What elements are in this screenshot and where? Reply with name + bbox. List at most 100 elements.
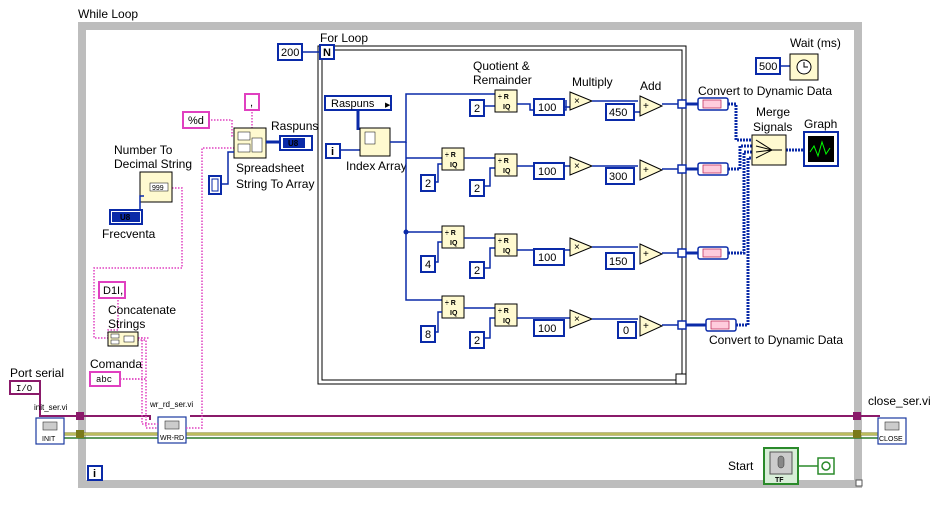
spreadsheet-string-to-array-node[interactable] (233, 127, 267, 159)
multiply-node[interactable]: × (569, 91, 594, 111)
channel-4: ÷ R IQ 8 2 ÷ R IQ 100 × 0 (420, 295, 680, 349)
svg-text:,: , (250, 97, 253, 109)
svg-text:IQ: IQ (503, 104, 511, 111)
multiplier-constant[interactable]: 100 (533, 248, 565, 266)
channel-2: ÷ R IQ 2 2 ÷ R IQ 100 × 3 (420, 147, 680, 197)
divisor-constant[interactable]: 2 (469, 331, 485, 349)
wait-value-constant[interactable]: 500 (755, 57, 781, 75)
divisor-constant[interactable]: 2 (469, 179, 485, 197)
while-loop-iteration-terminal[interactable]: i (87, 465, 103, 481)
convert-to-dynamic-data-1[interactable] (697, 97, 729, 111)
svg-text:2: 2 (474, 183, 480, 195)
pre-divisor-constant[interactable]: 4 (420, 255, 436, 273)
quotient-remainder-node[interactable]: ÷ R IQ (494, 303, 518, 327)
pre-divisor-node[interactable]: ÷ R IQ (441, 295, 465, 319)
offset-constant[interactable]: 0 (617, 321, 637, 339)
svg-text:+: + (643, 249, 649, 260)
add-node[interactable]: + (639, 95, 664, 117)
waveform-icon (809, 140, 831, 158)
divisor-constant[interactable]: 2 (469, 99, 485, 117)
for-loop-count-constant[interactable]: 200 (277, 43, 303, 61)
raspuns-local-variable[interactable]: Raspuns ▶ (324, 95, 392, 111)
quotient-remainder-node[interactable]: ÷ R IQ (494, 89, 518, 113)
divisor-constant[interactable]: 2 (469, 261, 485, 279)
comma-string-constant[interactable]: , (244, 93, 260, 111)
port-serial-label: Port serial (10, 366, 64, 380)
svg-text:2: 2 (474, 335, 480, 347)
svg-text:100: 100 (538, 102, 556, 114)
quotient-remainder-node[interactable]: ÷ R IQ (494, 153, 518, 177)
index-output-wires (390, 93, 496, 301)
index-array-node[interactable] (359, 127, 391, 157)
svg-text:abc: abc (96, 375, 112, 385)
wait-ms-node[interactable] (789, 53, 819, 81)
pre-divisor-constant[interactable]: 2 (420, 174, 436, 192)
multiply-node[interactable]: × (569, 309, 594, 329)
pre-divisor-node[interactable]: ÷ R IQ (441, 225, 465, 249)
for-loop-iteration-terminal[interactable]: i (325, 143, 341, 159)
concatenate-strings-node[interactable] (107, 331, 139, 347)
svg-text:CLOSE: CLOSE (879, 436, 903, 443)
svg-text:÷ R: ÷ R (445, 152, 456, 159)
svg-text:500: 500 (759, 61, 777, 73)
svg-text:150: 150 (609, 256, 627, 268)
convert-to-dynamic-data-3[interactable] (697, 246, 729, 260)
quotient-remainder-node[interactable]: ÷ R IQ (494, 233, 518, 257)
dynamic-data-wires (728, 102, 804, 327)
close-ser-vi[interactable]: CLOSE (877, 417, 907, 445)
close-ser-label: close_ser.vi (868, 394, 930, 408)
serial-port-icon (164, 420, 180, 430)
init-ser-vi[interactable]: INIT (35, 417, 65, 445)
port-serial-control[interactable]: I/O (9, 380, 41, 395)
multiply-node[interactable]: × (569, 237, 594, 257)
multiply-label: Multiply (572, 75, 613, 89)
refnum-tunnel-right (853, 412, 861, 420)
svg-text:×: × (574, 242, 580, 253)
multiplier-constant[interactable]: 100 (533, 98, 565, 116)
svg-text:÷ R: ÷ R (498, 158, 509, 165)
multiplier-constant[interactable]: 100 (533, 319, 565, 337)
frecventa-control[interactable]: U8 (109, 209, 143, 225)
comanda-control[interactable]: abc (89, 371, 121, 387)
svg-text:÷ R: ÷ R (445, 230, 456, 237)
raspuns-indicator[interactable]: U8 (279, 135, 313, 151)
d1-string-constant[interactable]: D1I, (98, 281, 126, 299)
svg-text:N: N (323, 47, 331, 59)
svg-text:8: 8 (425, 329, 431, 341)
start-toggle-control[interactable]: TF (763, 447, 799, 485)
spreadsheet-type-constant[interactable] (208, 175, 222, 195)
svg-text:4: 4 (425, 259, 431, 271)
offset-constant[interactable]: 150 (605, 252, 635, 270)
wr-rd-ser-vi[interactable]: WR-RD (157, 416, 187, 444)
for-loop-count-terminal[interactable]: N (319, 44, 335, 60)
offset-constant[interactable]: 450 (605, 103, 635, 121)
for-loop-label: For Loop (320, 31, 368, 45)
svg-text:÷ R: ÷ R (498, 238, 509, 245)
add-node[interactable]: + (639, 315, 664, 337)
loop-condition-terminal[interactable] (817, 457, 835, 475)
number-to-decimal-string-node[interactable]: 999 (139, 171, 173, 203)
add-node[interactable]: + (639, 243, 664, 265)
pre-divisor-constant[interactable]: 8 (420, 325, 436, 343)
format-string-constant[interactable]: %d (182, 111, 210, 129)
offset-constant[interactable]: 300 (605, 167, 635, 185)
merge-signals-node[interactable] (751, 134, 787, 166)
svg-text:÷ R: ÷ R (445, 300, 456, 307)
svg-text:÷ R: ÷ R (498, 308, 509, 315)
pre-divisor-node[interactable]: ÷ R IQ (441, 147, 465, 171)
multiply-node[interactable]: × (569, 156, 594, 176)
merge-label-1: Merge (756, 105, 790, 119)
svg-text:100: 100 (538, 323, 556, 335)
svg-text:×: × (574, 96, 580, 107)
svg-text:IQ: IQ (503, 318, 511, 325)
spreadsheet-label-1: Spreadsheet (236, 161, 305, 175)
svg-text:IQ: IQ (503, 168, 511, 175)
add-node[interactable]: + (639, 159, 664, 181)
convert-to-dynamic-data-4[interactable] (705, 318, 737, 332)
multiplier-constant[interactable]: 100 (533, 162, 565, 180)
raspuns-label: Raspuns (271, 119, 318, 133)
svg-text:Raspuns: Raspuns (331, 98, 375, 110)
convert-to-dynamic-data-2[interactable] (697, 162, 729, 176)
start-label: Start (728, 459, 754, 473)
graph-indicator[interactable] (803, 131, 839, 167)
